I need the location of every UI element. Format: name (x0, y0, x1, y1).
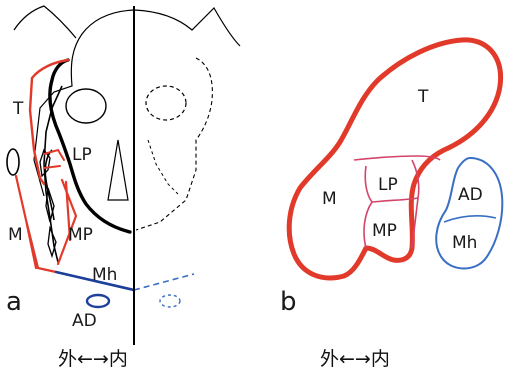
maxilla-outline (107, 139, 129, 201)
caption-a-direction: 外←→内 (58, 348, 128, 370)
label-b-LP: LP (378, 175, 398, 195)
panel-a: T LP M MP Mh AD a (6, 5, 241, 345)
label-b-T: T (417, 87, 429, 107)
medial-pterygoid-muscle (56, 178, 78, 266)
temporalis-muscle (28, 58, 70, 186)
label-a-MP: MP (68, 225, 93, 245)
label-b-Mh: Mh (452, 233, 477, 253)
pterygoid-plate (39, 148, 51, 178)
pterygoid-plate-3 (47, 225, 57, 259)
mandible-red-edge (36, 266, 58, 274)
ad-mh-divider (443, 215, 497, 223)
skull-outline-right (133, 7, 241, 47)
label-b-M: M (322, 189, 337, 209)
skull-outline-left (33, 9, 135, 197)
anterior-digastric-left (85, 293, 111, 309)
lateral-pterygoid-muscle (43, 148, 65, 169)
orbit-left (65, 88, 107, 124)
label-a-M: M (8, 225, 23, 245)
panel-b: T M LP MP AD Mh b (280, 37, 504, 317)
panel-a-letter: a (6, 287, 22, 317)
anterior-digastric-right-dashed (159, 294, 181, 308)
mandible-ramus (44, 149, 55, 221)
face-outline-right-dashed (135, 57, 213, 231)
outline-ad-mh (435, 156, 504, 270)
label-a-Mh: Mh (92, 265, 117, 285)
lp-region-outline (364, 159, 420, 203)
label-a-LP: LP (72, 145, 92, 165)
caption-b-direction: 外←→内 (320, 348, 390, 370)
panel-b-letter: b (280, 287, 297, 317)
label-b-AD: AD (458, 185, 483, 205)
masseter-muscle (14, 174, 40, 270)
orbit-right (145, 85, 187, 121)
label-a-AD: AD (72, 311, 97, 331)
bone-contour-left (48, 58, 132, 234)
mylohyoid-line (54, 270, 136, 292)
pterygoid-plate-2 (45, 187, 55, 223)
label-a-T: T (12, 99, 24, 119)
mp-region-outline (363, 197, 419, 249)
ear-outline-left (13, 5, 77, 39)
label-b-MP: MP (372, 221, 397, 241)
zygomatic-arch (6, 148, 20, 176)
outline-temporalis-masseter (286, 37, 504, 281)
mylohyoid-line-dashed (133, 273, 195, 291)
pterygoid-block-outline (353, 155, 441, 161)
jaw-right-dashed (147, 139, 179, 195)
